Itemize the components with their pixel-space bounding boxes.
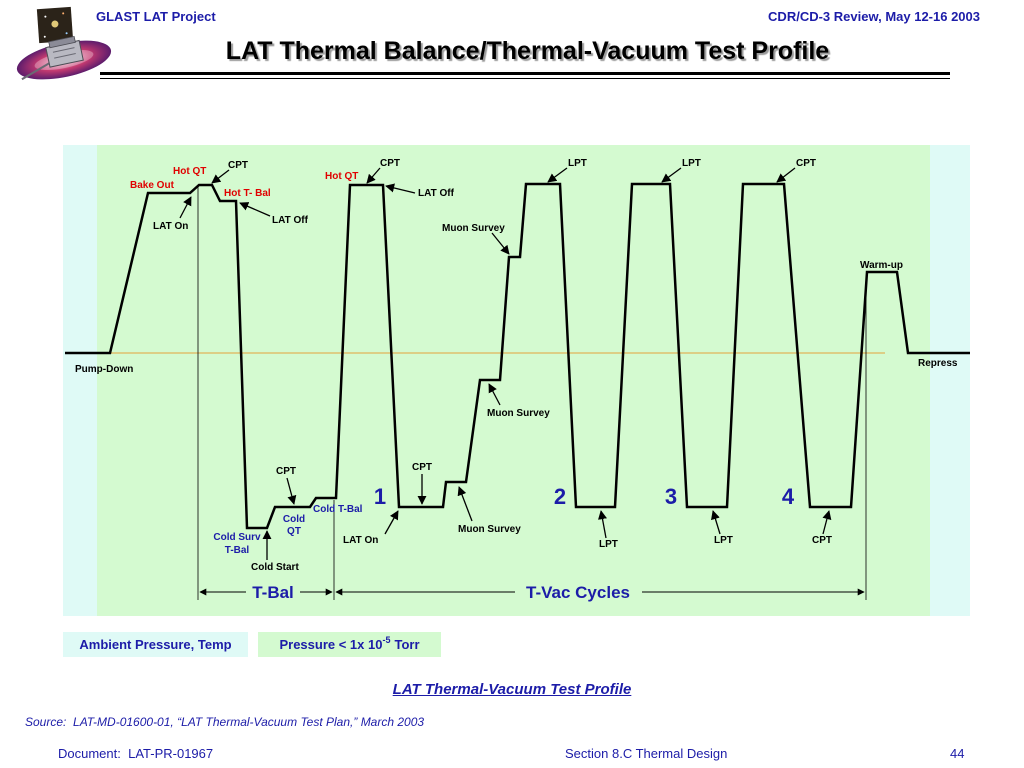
hot-cpt-label: CPT [228,160,248,171]
arrow-cold-cpt [286,477,297,505]
figure-caption: LAT Thermal-Vacuum Test Profile [392,681,632,698]
cycle2-top-label: LPT [568,158,587,169]
cold-qt-label-line1: Cold [283,514,305,525]
lat-on-label-1: LAT On [153,221,188,232]
arrow-lat-off-1 [239,202,271,217]
arrow-cycle3-top [661,167,682,183]
hot-qt-label: Hot QT [173,166,206,177]
footer-document: Document: LAT-PR-01967 [58,746,214,761]
tbal-span-label: T-Bal [252,583,294,602]
cold-cpt-label: CPT [276,466,296,477]
muon-survey-lower-label: Muon Survey [458,524,521,535]
tvac-span-label: T-Vac Cycles [526,583,630,602]
cold-surv-label-line2: T-Bal [225,545,250,556]
arrow-hot-cpt [211,169,230,184]
arrow-muon-survey-lower [457,486,473,522]
cold-surv-label-line1: Cold Surv [213,532,261,543]
slide-title: LAT Thermal Balance/Thermal-Vacuum Test … [225,37,830,65]
cycle-number-2: 2 [554,484,566,509]
pump-down-label: Pump-Down [75,364,133,375]
arrow-cycle4-bottom [822,510,832,535]
cycle1-cpt-bottom-label: CPT [412,462,432,473]
cycle4-top-label: CPT [796,158,816,169]
cycle4-bottom-label: CPT [812,535,832,546]
hot-tbal-label: Hot T- Bal [224,188,271,199]
arrow-lat-off-2 [385,183,416,194]
legend-ambient-label: Ambient Pressure, Temp [79,637,232,652]
review-name: CDR/CD-3 Review, May 12-16 2003 [768,9,980,24]
legend-vacuum-unit: Torr [394,637,420,652]
muon-survey-middle-label: Muon Survey [487,408,550,419]
arrow-muon-survey-middle [488,383,501,406]
arrow-cycle2-top [547,167,568,183]
arrow-cycle1-cpt-top [366,167,381,184]
footer-page-number: 44 [950,746,965,761]
cold-qt-label-line2: QT [287,526,301,537]
lat-off-label-1: LAT Off [272,215,309,226]
cycle2-bottom-label: LPT [599,539,618,550]
vacuum-background [97,145,930,616]
arrow-cycle4-top [776,167,796,183]
cycle-number-3: 3 [665,484,677,509]
cold-tbal-label: Cold T-Bal [313,504,363,515]
cycle-number-1: 1 [374,484,386,509]
arrow-lat-on-2 [384,510,399,535]
title-rule-thin [100,78,950,79]
cycle-number-4: 4 [782,484,795,509]
project-name: GLAST LAT Project [96,9,216,24]
repress-label: Repress [918,358,958,369]
cycle3-top-label: LPT [682,158,701,169]
cycle1-cpt-top-label: CPT [380,158,400,169]
footer-section: Section 8.C Thermal Design [565,746,728,761]
glast-satellite-logo-icon [16,6,112,81]
lat-on-label-2: LAT On [343,535,378,546]
arrow-lat-on-1 [179,196,192,219]
legend-vacuum-exponent: -5 [382,635,391,645]
test-profile-diagram: CPT Hot QT Bake Out Hot T- Bal LAT On LA… [63,145,970,616]
arrow-muon-survey-upper [491,232,510,255]
legend-vacuum-label: Pressure < 1x 10 [279,637,383,652]
arrow-cycle3-bottom [711,510,721,535]
temperature-profile-line [65,182,970,530]
cold-start-label: Cold Start [251,562,299,573]
title-rule-thick [100,72,950,75]
bake-out-label: Bake Out [130,180,175,191]
arrow-cycle2-bottom [598,510,607,539]
cycle3-bottom-label: LPT [714,535,733,546]
source-citation: Source: LAT-MD-01600-01, “LAT Thermal-Va… [25,715,425,729]
muon-survey-upper-label: Muon Survey [442,223,505,234]
warm-up-label: Warm-up [860,260,903,271]
legend-ambient: Ambient Pressure, Temp [63,632,248,657]
cycle1-hot-qt-label: Hot QT [325,171,358,182]
lat-off-label-2: LAT Off [418,188,455,199]
